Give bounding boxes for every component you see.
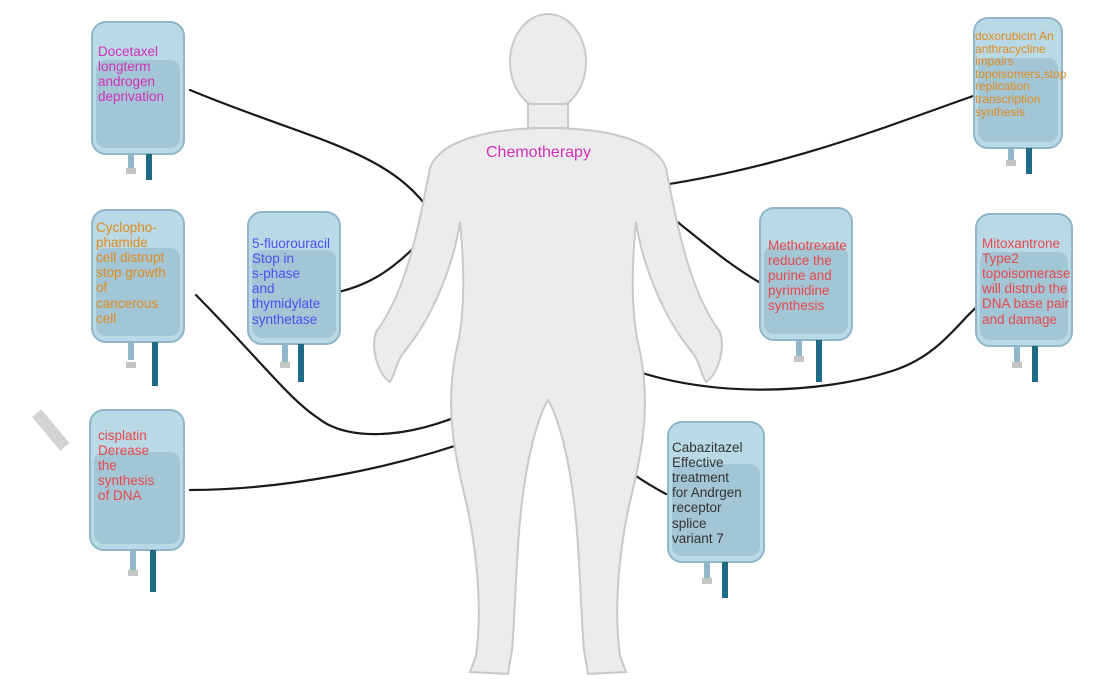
connector-doxorubicin bbox=[640, 93, 978, 190]
iv-bag-mitoxantrone bbox=[975, 213, 1073, 382]
connector-cisplatin bbox=[188, 434, 486, 492]
iv-bag-cisplatin bbox=[89, 409, 185, 592]
connector-cyclophosphamide bbox=[194, 293, 486, 436]
label-docetaxel: Docetaxel longterm androgen deprivation bbox=[98, 44, 165, 105]
label-cabazitaxel: Cabazitazel Effective treatment for Andr… bbox=[672, 440, 743, 546]
human-body-figure bbox=[373, 13, 723, 676]
iv-bag-docetaxel bbox=[91, 21, 185, 180]
label-mitoxantrone: Mitoxantrone Type2 topoisomerase will di… bbox=[982, 236, 1071, 327]
connector-docetaxel bbox=[188, 88, 434, 216]
iv-bag-cabazitaxel bbox=[667, 421, 765, 598]
diagram-title: Chemotherapy bbox=[486, 144, 591, 161]
label-cyclophosphamide: Cyclopho- phamide cell distrupt stop gro… bbox=[96, 220, 166, 326]
label-doxorubicin: doxorubicin An anthracycline impairs top… bbox=[975, 29, 1067, 119]
iv-bag-doxorubicin bbox=[973, 17, 1063, 174]
label-fluorouracil: 5-fluorouracil Stop in s-phase and thymi… bbox=[252, 236, 331, 327]
connector-mitoxantrone bbox=[610, 304, 980, 391]
label-cisplatin: cisplatin Derease the synthesis of DNA bbox=[98, 428, 155, 504]
label-methotrexate: Methotrexate reduce the purine and pyrim… bbox=[768, 238, 847, 314]
iv-bag-cyclophosphamide bbox=[91, 209, 185, 386]
iv-bag-methotrexate bbox=[759, 207, 853, 382]
iv-bag-fluorouracil bbox=[247, 211, 341, 382]
